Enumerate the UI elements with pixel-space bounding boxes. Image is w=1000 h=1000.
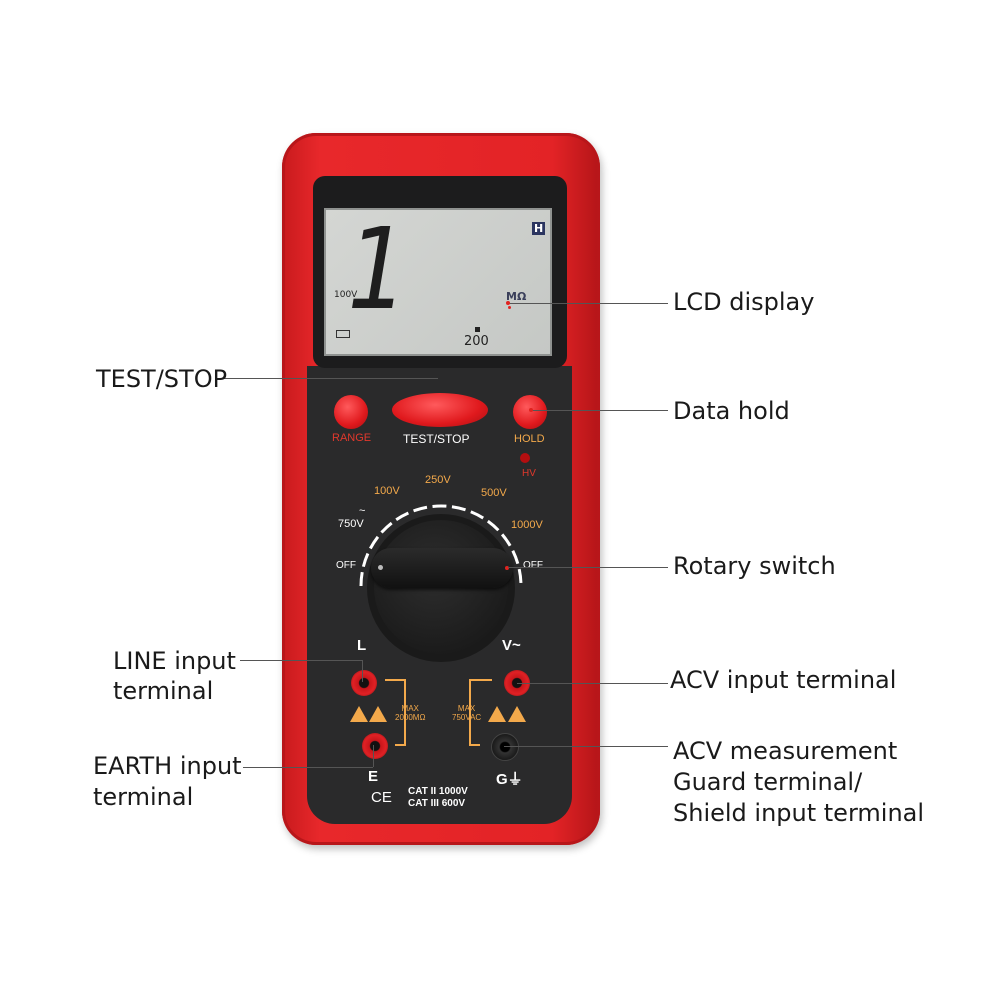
hv-indicator-led <box>520 453 530 463</box>
callout-guard-3: Shield input terminal <box>673 799 925 827</box>
callout-data-hold: Data hold <box>673 397 790 425</box>
callout-line-rotary <box>508 567 668 568</box>
hold-label: HOLD <box>514 433 545 445</box>
lcd-range: 200 <box>464 334 489 349</box>
dial-off-left: OFF <box>336 560 356 571</box>
knob-pointer <box>378 565 383 570</box>
dial-1000v: 1000V <box>511 519 543 531</box>
terminal-l-label: L <box>357 637 367 654</box>
lcd-unit: MΩ <box>506 290 527 303</box>
callout-acv-input: ACV input terminal <box>670 666 897 694</box>
dial-off-right: OFF <box>523 560 543 571</box>
lcd-hold-indicator: H <box>532 222 546 235</box>
max-resistance-label: MAX 2000MΩ <box>395 704 426 722</box>
rotary-knob-grip[interactable] <box>371 548 513 588</box>
callout-line-test-stop <box>222 378 438 379</box>
callout-dot-data-hold <box>529 408 533 412</box>
dial-100v: 100V <box>374 485 400 497</box>
dial-250v: 250V <box>425 474 451 486</box>
terminal-e-label: E <box>368 768 379 785</box>
cat-rating-1: CAT II 1000V <box>408 786 468 797</box>
callout-line-line-input-down <box>362 660 363 682</box>
callout-line-lcd <box>508 303 668 304</box>
max-voltage-label: MAX 750VAC <box>452 704 482 722</box>
callout-line-input-2: terminal <box>113 677 214 705</box>
callout-line-guard <box>504 746 668 747</box>
callout-line-earth <box>243 767 373 768</box>
earth-input-jack[interactable] <box>362 733 388 759</box>
test-stop-button[interactable] <box>392 393 488 427</box>
callout-dot-lcd <box>506 301 510 305</box>
callout-earth-input-2: terminal <box>93 783 194 811</box>
callout-guard-2: Guard terminal/ <box>673 768 863 796</box>
knob-red-mark <box>505 566 509 570</box>
battery-icon <box>336 330 350 338</box>
dial-500v: 500V <box>481 487 507 499</box>
callout-test-stop: TEST/STOP <box>96 365 228 393</box>
lcd-dot <box>508 306 511 309</box>
callout-lcd-display: LCD display <box>673 288 815 316</box>
callout-line-acv-input <box>517 683 668 684</box>
terminal-v-label: V~ <box>502 637 521 654</box>
range-label: RANGE <box>332 432 372 444</box>
ce-mark: CE <box>371 789 392 806</box>
dial-scale-ring <box>359 504 523 668</box>
lcd-screen: 1 100V MΩ 200 H <box>324 208 552 356</box>
range-button[interactable] <box>334 395 368 429</box>
lcd-voltage: 100V <box>334 290 358 300</box>
callout-line-input-1: LINE input <box>113 647 236 675</box>
terminal-g-label: G⏚ <box>496 771 523 788</box>
callout-line-data-hold <box>531 410 668 411</box>
test-stop-label: TEST/STOP <box>403 432 470 446</box>
callout-line-line-input <box>240 660 363 661</box>
hold-button[interactable] <box>513 395 547 429</box>
guard-input-jack[interactable] <box>491 733 519 761</box>
cat-rating-2: CAT III 600V <box>408 798 466 809</box>
hv-label: HV <box>522 468 536 479</box>
callout-earth-input-1: EARTH input <box>93 752 242 780</box>
callout-guard-1: ACV measurement <box>673 737 898 765</box>
callout-line-earth-up <box>373 745 374 767</box>
lcd-digit: 1 <box>347 205 408 335</box>
line-input-jack[interactable] <box>351 670 377 696</box>
dial-750v: 750V <box>338 518 364 530</box>
dial-ac-symbol: ~ <box>359 505 366 517</box>
callout-rotary-switch: Rotary switch <box>673 552 836 580</box>
lcd-range-marker <box>475 327 480 332</box>
